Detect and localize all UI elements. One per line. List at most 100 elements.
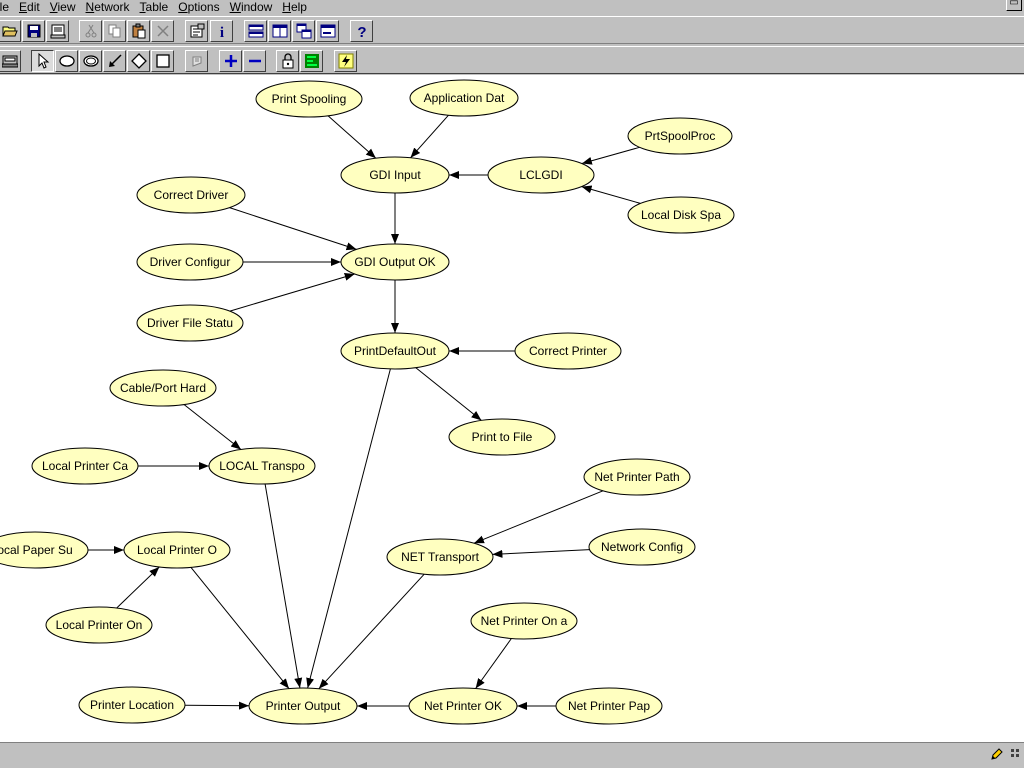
- node-printdefaultout[interactable]: PrintDefaultOut: [340, 332, 450, 370]
- node-lclgdi[interactable]: LCLGDI: [487, 156, 595, 194]
- tile-vertical-button[interactable]: [268, 20, 291, 42]
- menu-view[interactable]: View: [49, 0, 76, 14]
- arc-local_printer_o-to-printer_output[interactable]: [190, 567, 290, 689]
- open-folder-button[interactable]: [0, 20, 21, 42]
- arc-net_transport-to-printer_output[interactable]: [318, 573, 425, 690]
- node-ellipse[interactable]: [109, 369, 217, 407]
- node-correct-driver[interactable]: Correct Driver: [136, 176, 246, 214]
- menu-ile[interactable]: ile: [0, 0, 10, 14]
- grid-icon[interactable]: [1010, 747, 1024, 764]
- cascade-button[interactable]: [292, 20, 315, 42]
- node-prtspoolproc[interactable]: PrtSpoolProc: [627, 117, 733, 155]
- arc-network_config-to-net_transport[interactable]: [492, 549, 590, 558]
- node-ellipse[interactable]: [255, 80, 363, 118]
- node-ellipse[interactable]: [386, 538, 494, 576]
- node-ellipse[interactable]: [136, 304, 244, 342]
- node-ellipse[interactable]: [340, 243, 450, 281]
- node-ellipse[interactable]: [555, 687, 663, 725]
- arc-driver_file_statu-to-gdi_output_ok[interactable]: [229, 273, 355, 312]
- evidence-button[interactable]: [185, 50, 208, 72]
- minimize-window-button[interactable]: [316, 20, 339, 42]
- pencil-icon[interactable]: [990, 747, 1004, 764]
- node-ellipse[interactable]: [248, 687, 358, 725]
- node-ellipse[interactable]: [409, 79, 519, 117]
- info-button[interactable]: i: [210, 20, 233, 42]
- node-ellipse[interactable]: [470, 602, 578, 640]
- arc-net_printer_path-to-net_transport[interactable]: [473, 490, 604, 544]
- node-gdi-output-ok[interactable]: GDI Output OK: [340, 243, 450, 281]
- print-preview-button[interactable]: [46, 20, 69, 42]
- arc-local_printer_on-to-local_printer_o[interactable]: [116, 566, 160, 609]
- arc-tool-button[interactable]: [103, 50, 126, 72]
- node-print-to-file[interactable]: Print to File: [448, 418, 556, 456]
- node-net-printer-on-a[interactable]: Net Printer On a: [470, 602, 578, 640]
- node-ellipse[interactable]: [408, 687, 518, 725]
- select-pointer-button[interactable]: [31, 50, 54, 72]
- node-ellipse[interactable]: [583, 458, 691, 496]
- arc-correct_driver-to-gdi_output_ok[interactable]: [229, 207, 357, 251]
- menu-help[interactable]: Help: [282, 0, 307, 14]
- node-ellipse[interactable]: [45, 606, 153, 644]
- node-ellipse[interactable]: [627, 117, 733, 155]
- arc-printdefaultout-to-printer_output[interactable]: [306, 368, 391, 689]
- lightning-button[interactable]: [334, 50, 357, 72]
- arc-prtspoolproc-to-lclgdi[interactable]: [581, 146, 640, 165]
- cut-button[interactable]: [79, 20, 102, 42]
- node-local-disk-spa[interactable]: Local Disk Spa: [627, 196, 735, 234]
- node-net-transport[interactable]: NET Transport: [386, 538, 494, 576]
- node-gdi-input[interactable]: GDI Input: [340, 156, 450, 194]
- node-ellipse[interactable]: [340, 332, 450, 370]
- node-ellipse[interactable]: [514, 332, 622, 370]
- node-net-printer-ok[interactable]: Net Printer OK: [408, 687, 518, 725]
- node-ellipse[interactable]: [0, 531, 89, 569]
- chance-node-button[interactable]: [55, 50, 78, 72]
- menu-network[interactable]: Network: [85, 0, 130, 14]
- node-ellipse[interactable]: [123, 531, 231, 569]
- zoom-out-button[interactable]: [243, 50, 266, 72]
- menu-edit[interactable]: Edit: [19, 0, 40, 14]
- node-local-printer-o[interactable]: Local Printer O: [123, 531, 231, 569]
- menu-options[interactable]: Options: [178, 0, 220, 14]
- zoom-in-button[interactable]: [219, 50, 242, 72]
- node-print-spooling[interactable]: Print Spooling: [255, 80, 363, 118]
- utility-node-button[interactable]: [79, 50, 102, 72]
- node-net-printer-pap[interactable]: Net Printer Pap: [555, 687, 663, 725]
- node-ellipse[interactable]: [136, 176, 246, 214]
- delete-button[interactable]: [151, 20, 174, 42]
- paste-button[interactable]: [127, 20, 150, 42]
- menu-table[interactable]: Table: [139, 0, 169, 14]
- node-ellipse[interactable]: [588, 528, 696, 566]
- node-driver-configur[interactable]: Driver Configur: [136, 243, 244, 281]
- arc-print_spooling-to-gdi_input[interactable]: [327, 115, 377, 159]
- save-button[interactable]: [22, 20, 45, 42]
- node-net-printer-path[interactable]: Net Printer Path: [583, 458, 691, 496]
- node-application-dat[interactable]: Application Dat: [409, 79, 519, 117]
- node-ellipse[interactable]: [448, 418, 556, 456]
- arc-local_disk_spa-to-lclgdi[interactable]: [581, 185, 641, 204]
- node-ellipse[interactable]: [78, 686, 186, 724]
- node-ellipse[interactable]: [208, 447, 316, 485]
- node-ellipse[interactable]: [136, 243, 244, 281]
- node-correct-printer[interactable]: Correct Printer: [514, 332, 622, 370]
- arc-local_transpo-to-printer_output[interactable]: [264, 483, 303, 689]
- node-driver-file-statu[interactable]: Driver File Statu: [136, 304, 244, 342]
- node-ellipse[interactable]: [340, 156, 450, 194]
- lock-button[interactable]: [276, 50, 299, 72]
- properties-button[interactable]: [185, 20, 208, 42]
- copy-button[interactable]: [103, 20, 126, 42]
- arc-application_dat-to-gdi_input[interactable]: [410, 114, 449, 159]
- node-local-paper-su[interactable]: ocal Paper Su: [0, 531, 89, 569]
- node-printer-location[interactable]: Printer Location: [78, 686, 186, 724]
- compile-button[interactable]: [0, 50, 21, 72]
- menu-window[interactable]: Window: [229, 0, 273, 14]
- tile-horizontal-button[interactable]: [244, 20, 267, 42]
- node-local-transpo[interactable]: LOCAL Transpo: [208, 447, 316, 485]
- node-network-config[interactable]: Network Config: [588, 528, 696, 566]
- arc-cable_port_hard-to-local_transpo[interactable]: [183, 404, 242, 450]
- arc-net_printer_on_a-to-net_printer_ok[interactable]: [475, 638, 512, 689]
- node-ellipse[interactable]: [487, 156, 595, 194]
- node-local-printer-on[interactable]: Local Printer On: [45, 606, 153, 644]
- node-ellipse[interactable]: [627, 196, 735, 234]
- node-ellipse[interactable]: [31, 447, 139, 485]
